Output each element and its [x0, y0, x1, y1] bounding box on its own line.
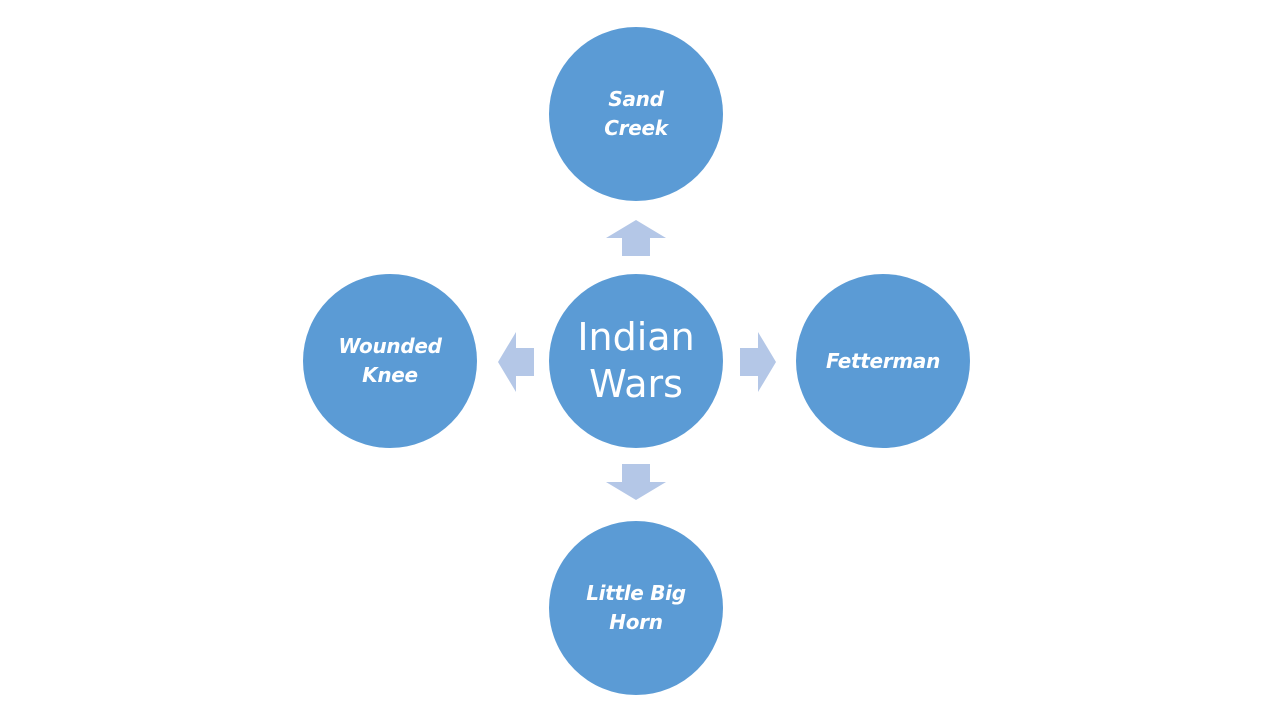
node-little-big-horn: Little Big Horn: [549, 521, 723, 695]
arrow-right-icon: [740, 332, 776, 392]
node-wounded-knee: Wounded Knee: [303, 274, 477, 448]
node-label-wounded-knee: Wounded Knee: [338, 334, 442, 387]
arrow-up-icon: [606, 220, 666, 256]
node-label-little-big-horn: Little Big Horn: [586, 581, 686, 634]
center-node-label: Indian Wars: [577, 315, 695, 406]
node-label-sand-creek: Sand Creek: [604, 87, 668, 140]
arrow-left-icon: [498, 332, 534, 392]
center-node-indian-wars: Indian Wars: [549, 274, 723, 448]
node-label-fetterman: Fetterman: [825, 348, 941, 373]
node-fetterman: Fetterman: [796, 274, 970, 448]
node-sand-creek: Sand Creek: [549, 27, 723, 201]
arrow-down-icon: [606, 464, 666, 500]
